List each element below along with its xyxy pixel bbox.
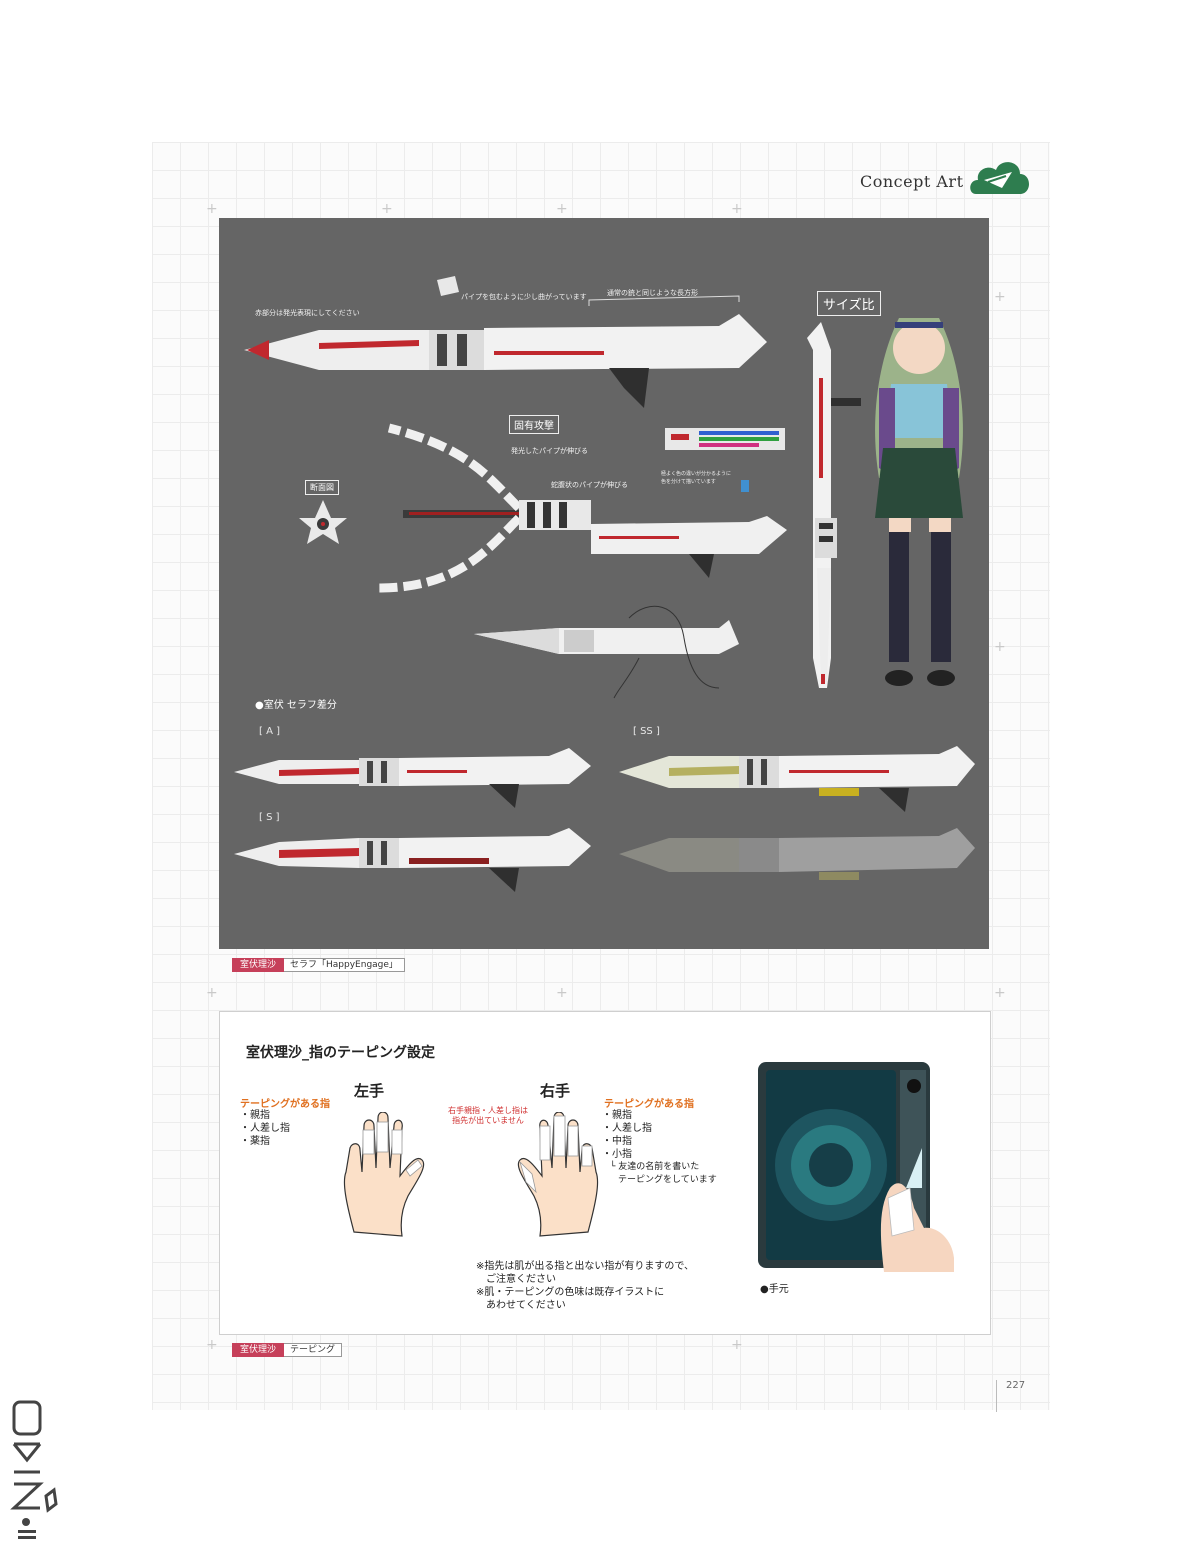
left-hand-list-title: テーピングがある指 (240, 1099, 330, 1110)
annotation-color-note-2: 色を分けて描いています (661, 479, 716, 485)
note-line: ご注意ください (476, 1274, 556, 1285)
right-hand-drawing (517, 1112, 599, 1237)
phone-in-hand-illustration (758, 1062, 954, 1272)
rifle-main (244, 314, 767, 408)
grid-mark: + (381, 201, 393, 217)
cloud-logo-icon (970, 162, 1029, 194)
rifle-variant-a (234, 748, 591, 808)
taping-panel: 室伏理沙_指のテーピング設定 左手 テーピングがある指 ・親指 ・人差し指 ・薬… (219, 1011, 991, 1335)
rifle-variant-s (234, 828, 591, 892)
caption-character-name: 室伏理沙 (232, 958, 285, 972)
annotation-color-note-1: 極よく色の違いが分かるように (661, 471, 732, 477)
cross-section-diagram (299, 500, 347, 544)
label-size-comparison: サイズ比 (817, 291, 881, 316)
variant-heading: ●室伏 セラフ差分 (255, 700, 337, 711)
taping-notes: ※指先は肌が出る指と出ない指が有りますので、 ご注意ください ※肌・テーピングの… (476, 1260, 694, 1312)
hand-caption: ●手元 (760, 1284, 789, 1295)
annotation-rect-shape: 通常の銃と同じような長方形 (607, 289, 698, 297)
grid-mark: + (206, 201, 218, 217)
weapon-illustrations (234, 276, 975, 892)
dmzj-watermark-logo (10, 1400, 58, 1539)
finger-item: ・人差し指 (240, 1123, 290, 1134)
rifle-variant-ss (619, 746, 975, 880)
color-reference-diagram (665, 428, 785, 492)
finger-item: ・中指 (602, 1136, 632, 1147)
caption-work-title: テーピング (284, 1343, 343, 1357)
grid-mark: + (206, 985, 218, 1001)
rifle-vertical (807, 322, 861, 688)
left-hand-heading: 左手 (354, 1082, 385, 1100)
grid-mark: + (731, 201, 743, 217)
finger-item: ・親指 (240, 1110, 270, 1121)
caption-work-title: セラフ「HappyEngage」 (284, 958, 405, 972)
note-line: あわせてください (476, 1300, 566, 1311)
caption-taping: 室伏理沙 テーピング (232, 1343, 343, 1357)
variant-tag-a: [ A ] (259, 726, 281, 737)
variant-tag-s: [ S ] (259, 812, 280, 823)
variant-tag-ss: [ SS ] (633, 726, 660, 737)
page-number-divider (996, 1380, 997, 1412)
weapon-concept-panel: 赤部分は発光表現にしてください パイプを包むように少し曲がっています 通常の銃と… (219, 218, 989, 949)
note-line: ※肌・テーピングの色味は既存イラストに (476, 1287, 665, 1298)
grid-mark: + (994, 985, 1006, 1001)
note-line: ※指先は肌が出る指と出ない指が有りますので、 (476, 1261, 694, 1272)
annotation-pipe-wrap: パイプを包むように少し曲がっています (461, 293, 587, 301)
finger-item: ・親指 (602, 1110, 632, 1121)
caption-art: 室伏理沙 セラフ「HappyEngage」 (232, 958, 405, 972)
taping-title: 室伏理沙_指のテーピング設定 (246, 1045, 435, 1061)
left-hand-drawing (343, 1112, 425, 1237)
annotation-snake-pipe: 蛇腹状のパイプが伸びる (551, 481, 628, 489)
right-hand-heading: 右手 (540, 1082, 571, 1100)
right-hand-finger-list: ・親指 ・人差し指 ・中指 ・小指 └ 友達の名前を書いた テーピングをしていま… (602, 1109, 717, 1187)
grid-mark: + (731, 1337, 743, 1353)
page-number: 227 (1006, 1380, 1026, 1391)
label-special-attack: 固有攻撃 (509, 415, 559, 434)
grid-mark: + (556, 985, 568, 1001)
red-note-line: 右手親指・人差し指は (448, 1106, 528, 1115)
rifle-special-attack (378, 423, 787, 593)
finger-item: ・人差し指 (602, 1123, 652, 1134)
section-title: Concept Art (860, 172, 964, 191)
right-hand-list-title: テーピングがある指 (604, 1099, 694, 1110)
annotation-glowing-pipe: 発光したパイプが伸びる (511, 447, 588, 455)
right-hand-red-note: 右手親指・人差し指は 指先が出ていません (448, 1106, 528, 1126)
caption-character-name: 室伏理沙 (232, 1343, 285, 1357)
finger-item: ・小指 (602, 1149, 632, 1160)
rifle-held-sketch (474, 605, 739, 699)
red-note-line: 指先が出ていません (452, 1116, 524, 1125)
grid-mark: + (556, 201, 568, 217)
finger-item: ・薬指 (240, 1136, 270, 1147)
annotation-red-parts: 赤部分は発光表現にしてください (255, 309, 360, 317)
pinky-note: └ 友達の名前を書いた (610, 1162, 700, 1172)
character-illustration (875, 318, 963, 686)
pinky-note: テーピングをしています (618, 1175, 717, 1185)
grid-mark: + (206, 1337, 218, 1353)
grid-mark: + (994, 289, 1006, 305)
left-hand-finger-list: ・親指 ・人差し指 ・薬指 (240, 1109, 290, 1148)
label-cross-section: 断面図 (305, 480, 339, 495)
grid-mark: + (994, 639, 1006, 655)
